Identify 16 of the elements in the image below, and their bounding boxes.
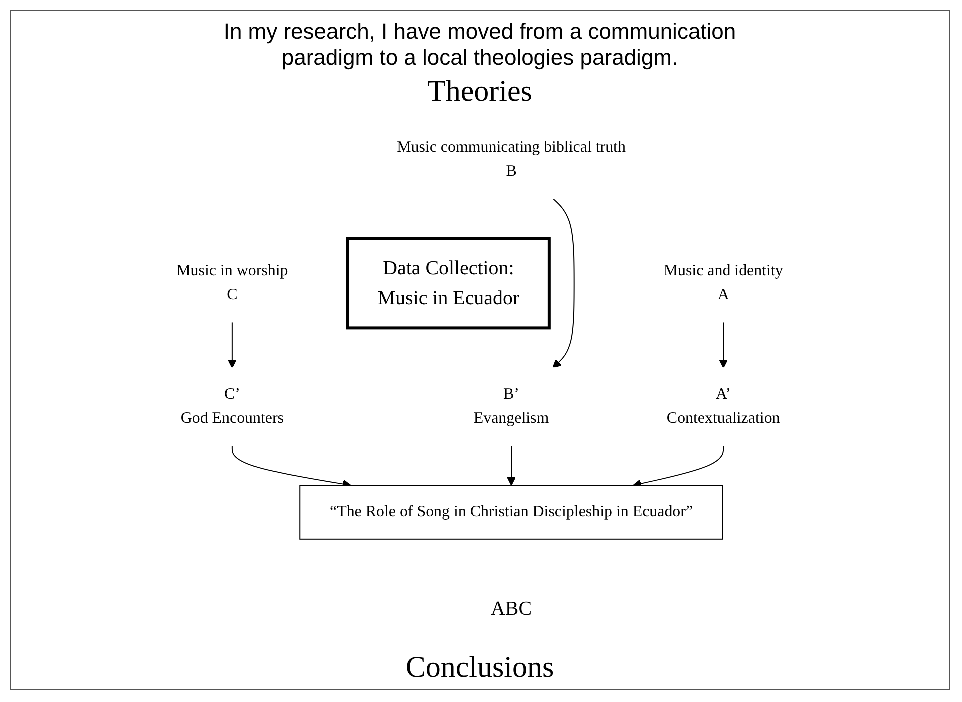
heading: Conclusions	[406, 651, 554, 685]
node-text: Music communicating biblical truth B	[397, 138, 626, 180]
node-label: ABC	[491, 598, 532, 620]
arrow	[507, 445, 516, 486]
node-text: A’ Contextualization	[666, 386, 780, 427]
title: In my research, I have moved from a communication paradigm to a local theologies paradigm.	[222, 19, 738, 71]
node-text: Music in worship C	[176, 262, 288, 304]
arrow	[552, 198, 575, 368]
node-box: “The Role of Song in Christian Discipleship in Ecuador”	[300, 485, 724, 540]
arrow	[719, 322, 728, 368]
arrow	[228, 322, 237, 368]
heading: Theories	[428, 75, 532, 109]
node-text: C’ God Encounters	[180, 386, 284, 427]
node-text: B’ Evangelism	[474, 386, 550, 427]
node-text: Music and identity A	[664, 262, 784, 304]
node-box: Data Collection: Music in Ecuador	[346, 237, 551, 330]
